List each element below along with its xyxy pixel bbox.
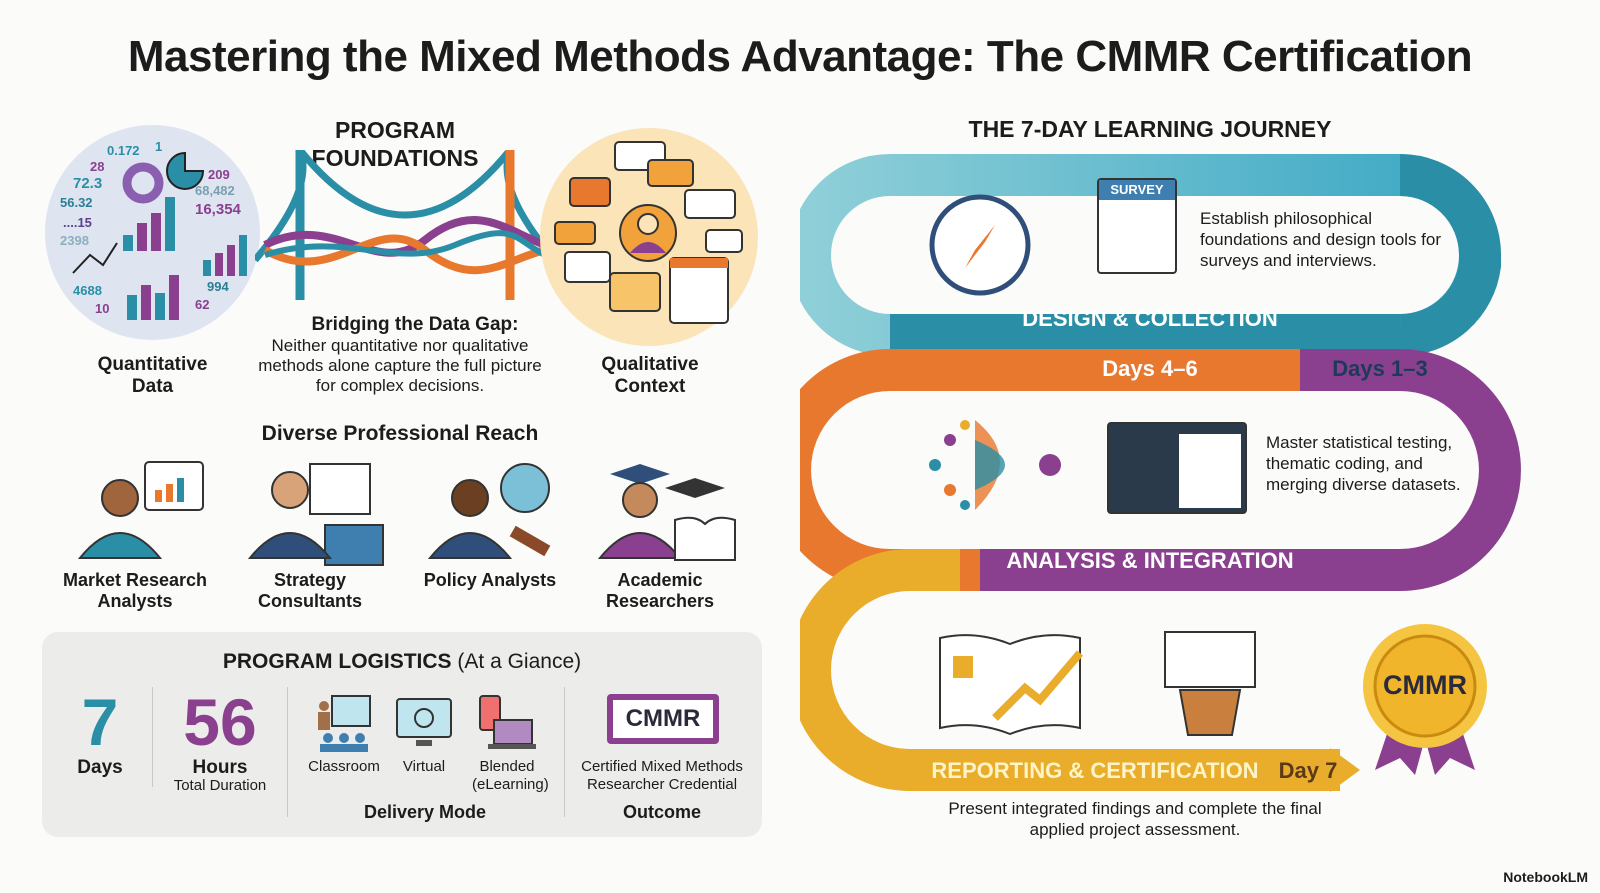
cmmr-badge: CMMR bbox=[607, 694, 719, 744]
hours-sub: Total Duration bbox=[173, 777, 267, 794]
stat-number: ....15 bbox=[63, 215, 92, 230]
virtual-monitor-icon bbox=[396, 698, 452, 746]
medal-label: CMMR bbox=[1383, 670, 1467, 700]
journey-path bbox=[800, 154, 1521, 792]
stat-number: 56.32 bbox=[60, 195, 93, 210]
stage2-text: Master statistical testing, thematic cod… bbox=[1266, 433, 1461, 494]
stage1-label: DESIGN & COLLECTION bbox=[1022, 306, 1278, 331]
stage1-text: Establish philosophical foundations and … bbox=[1200, 209, 1442, 270]
logistics-subheading: (At a Giance) bbox=[457, 650, 582, 673]
stat-number: 4688 bbox=[73, 283, 102, 298]
bridge-icon bbox=[255, 150, 555, 300]
data-integration-icon bbox=[929, 420, 1061, 510]
days-1-3-label: Days 1–3 bbox=[1332, 356, 1428, 381]
hours-label: Hours bbox=[192, 757, 248, 778]
podium-icon bbox=[1164, 631, 1256, 736]
quantitative-data-illustration: 0.172 28 72.3 56.32 ....15 2398 4688 10 … bbox=[45, 125, 260, 340]
role-academic-researchers: Academic Researchers bbox=[580, 460, 740, 620]
program-logistics-panel: PROGRAM LOGISTICS (At a Giance) 7 Days 5… bbox=[42, 632, 762, 837]
gap-text: Neither quantitative nor qualitative met… bbox=[258, 336, 542, 395]
survey-clipboard-icon: SURVEY bbox=[1097, 178, 1177, 274]
mode-classroom: Classroom bbox=[308, 758, 380, 775]
days-value: 7 bbox=[81, 685, 119, 759]
stat-number: 0.172 bbox=[107, 143, 140, 158]
stat-number: 2398 bbox=[60, 233, 89, 248]
reach-heading: Diverse Professional Reach bbox=[261, 422, 539, 445]
foundations-heading: PROGRAM FOUNDATIONS bbox=[311, 117, 479, 171]
days-label: Days bbox=[77, 757, 123, 778]
logistics-heading: PROGRAM LOGISTICS bbox=[222, 650, 452, 673]
academic-graduate-icon bbox=[597, 464, 736, 561]
blended-devices-icon bbox=[479, 695, 536, 749]
mode-blended: Blended (eLearning) bbox=[472, 758, 549, 793]
stat-number: 209 bbox=[208, 167, 230, 182]
role-label: Strategy Consultants bbox=[257, 570, 362, 611]
survey-label: SURVEY bbox=[1099, 180, 1175, 200]
certification-medal-icon bbox=[1363, 624, 1487, 775]
role-label: Policy Analysts bbox=[423, 570, 557, 590]
stage2-label: ANALYSIS & INTEGRATION bbox=[1006, 548, 1294, 573]
qualitative-context-illustration bbox=[540, 128, 758, 346]
journey-heading: THE 7-DAY LEARNING JOURNEY bbox=[968, 116, 1332, 142]
role-label: Academic Researchers bbox=[605, 570, 715, 611]
stat-number: 10 bbox=[95, 301, 110, 316]
role-policy-analysts: Policy Analysts bbox=[410, 460, 570, 620]
chat-bubbles-icon bbox=[554, 141, 743, 324]
stat-number: 72.3 bbox=[73, 175, 103, 192]
delivery-mode-caption: Delivery Mode bbox=[363, 802, 487, 822]
brand-watermark: NotebookLM bbox=[1503, 869, 1588, 885]
bar-chart-icon bbox=[72, 151, 247, 320]
stat-number: 28 bbox=[90, 159, 105, 174]
gap-title: Bridging the Data Gap: bbox=[311, 314, 519, 335]
page-title: Mastering the Mixed Methods Advantage: T… bbox=[127, 32, 1473, 81]
stat-number: 16,354 bbox=[195, 201, 241, 218]
consultant-chessboard-icon bbox=[247, 463, 384, 566]
stat-number: 68,482 bbox=[195, 183, 235, 198]
quantitative-label: Quantitative Data bbox=[97, 354, 208, 397]
day-7-label: Day 7 bbox=[1278, 758, 1338, 783]
stage3-label: REPORTING & CERTIFICATION bbox=[931, 758, 1259, 783]
classroom-icon bbox=[318, 695, 371, 752]
role-label: Market Research Analysts bbox=[62, 570, 208, 611]
qualitative-label: Qualitative Context bbox=[601, 354, 699, 397]
days-4-6-label: Days 4–6 bbox=[1102, 356, 1198, 381]
policy-globe-gavel-icon bbox=[427, 463, 551, 559]
report-book-icon bbox=[939, 634, 1084, 736]
role-strategy-consultants: Strategy Consultants bbox=[230, 460, 390, 620]
outcome-text: Certified Mixed Methods Researcher Crede… bbox=[581, 758, 743, 793]
analyst-chart-icon bbox=[77, 461, 204, 559]
outcome-caption: Outcome bbox=[622, 802, 701, 822]
role-market-research: Market Research Analysts bbox=[55, 460, 215, 620]
hours-value: 56 bbox=[183, 685, 257, 759]
stage3-text: Present integrated findings and complete… bbox=[948, 799, 1322, 839]
stat-number: 62 bbox=[195, 297, 210, 312]
stat-number: 994 bbox=[207, 279, 229, 294]
mode-virtual: Virtual bbox=[402, 758, 446, 775]
dashboard-icon bbox=[1107, 422, 1247, 514]
stat-number: 1 bbox=[155, 139, 163, 154]
